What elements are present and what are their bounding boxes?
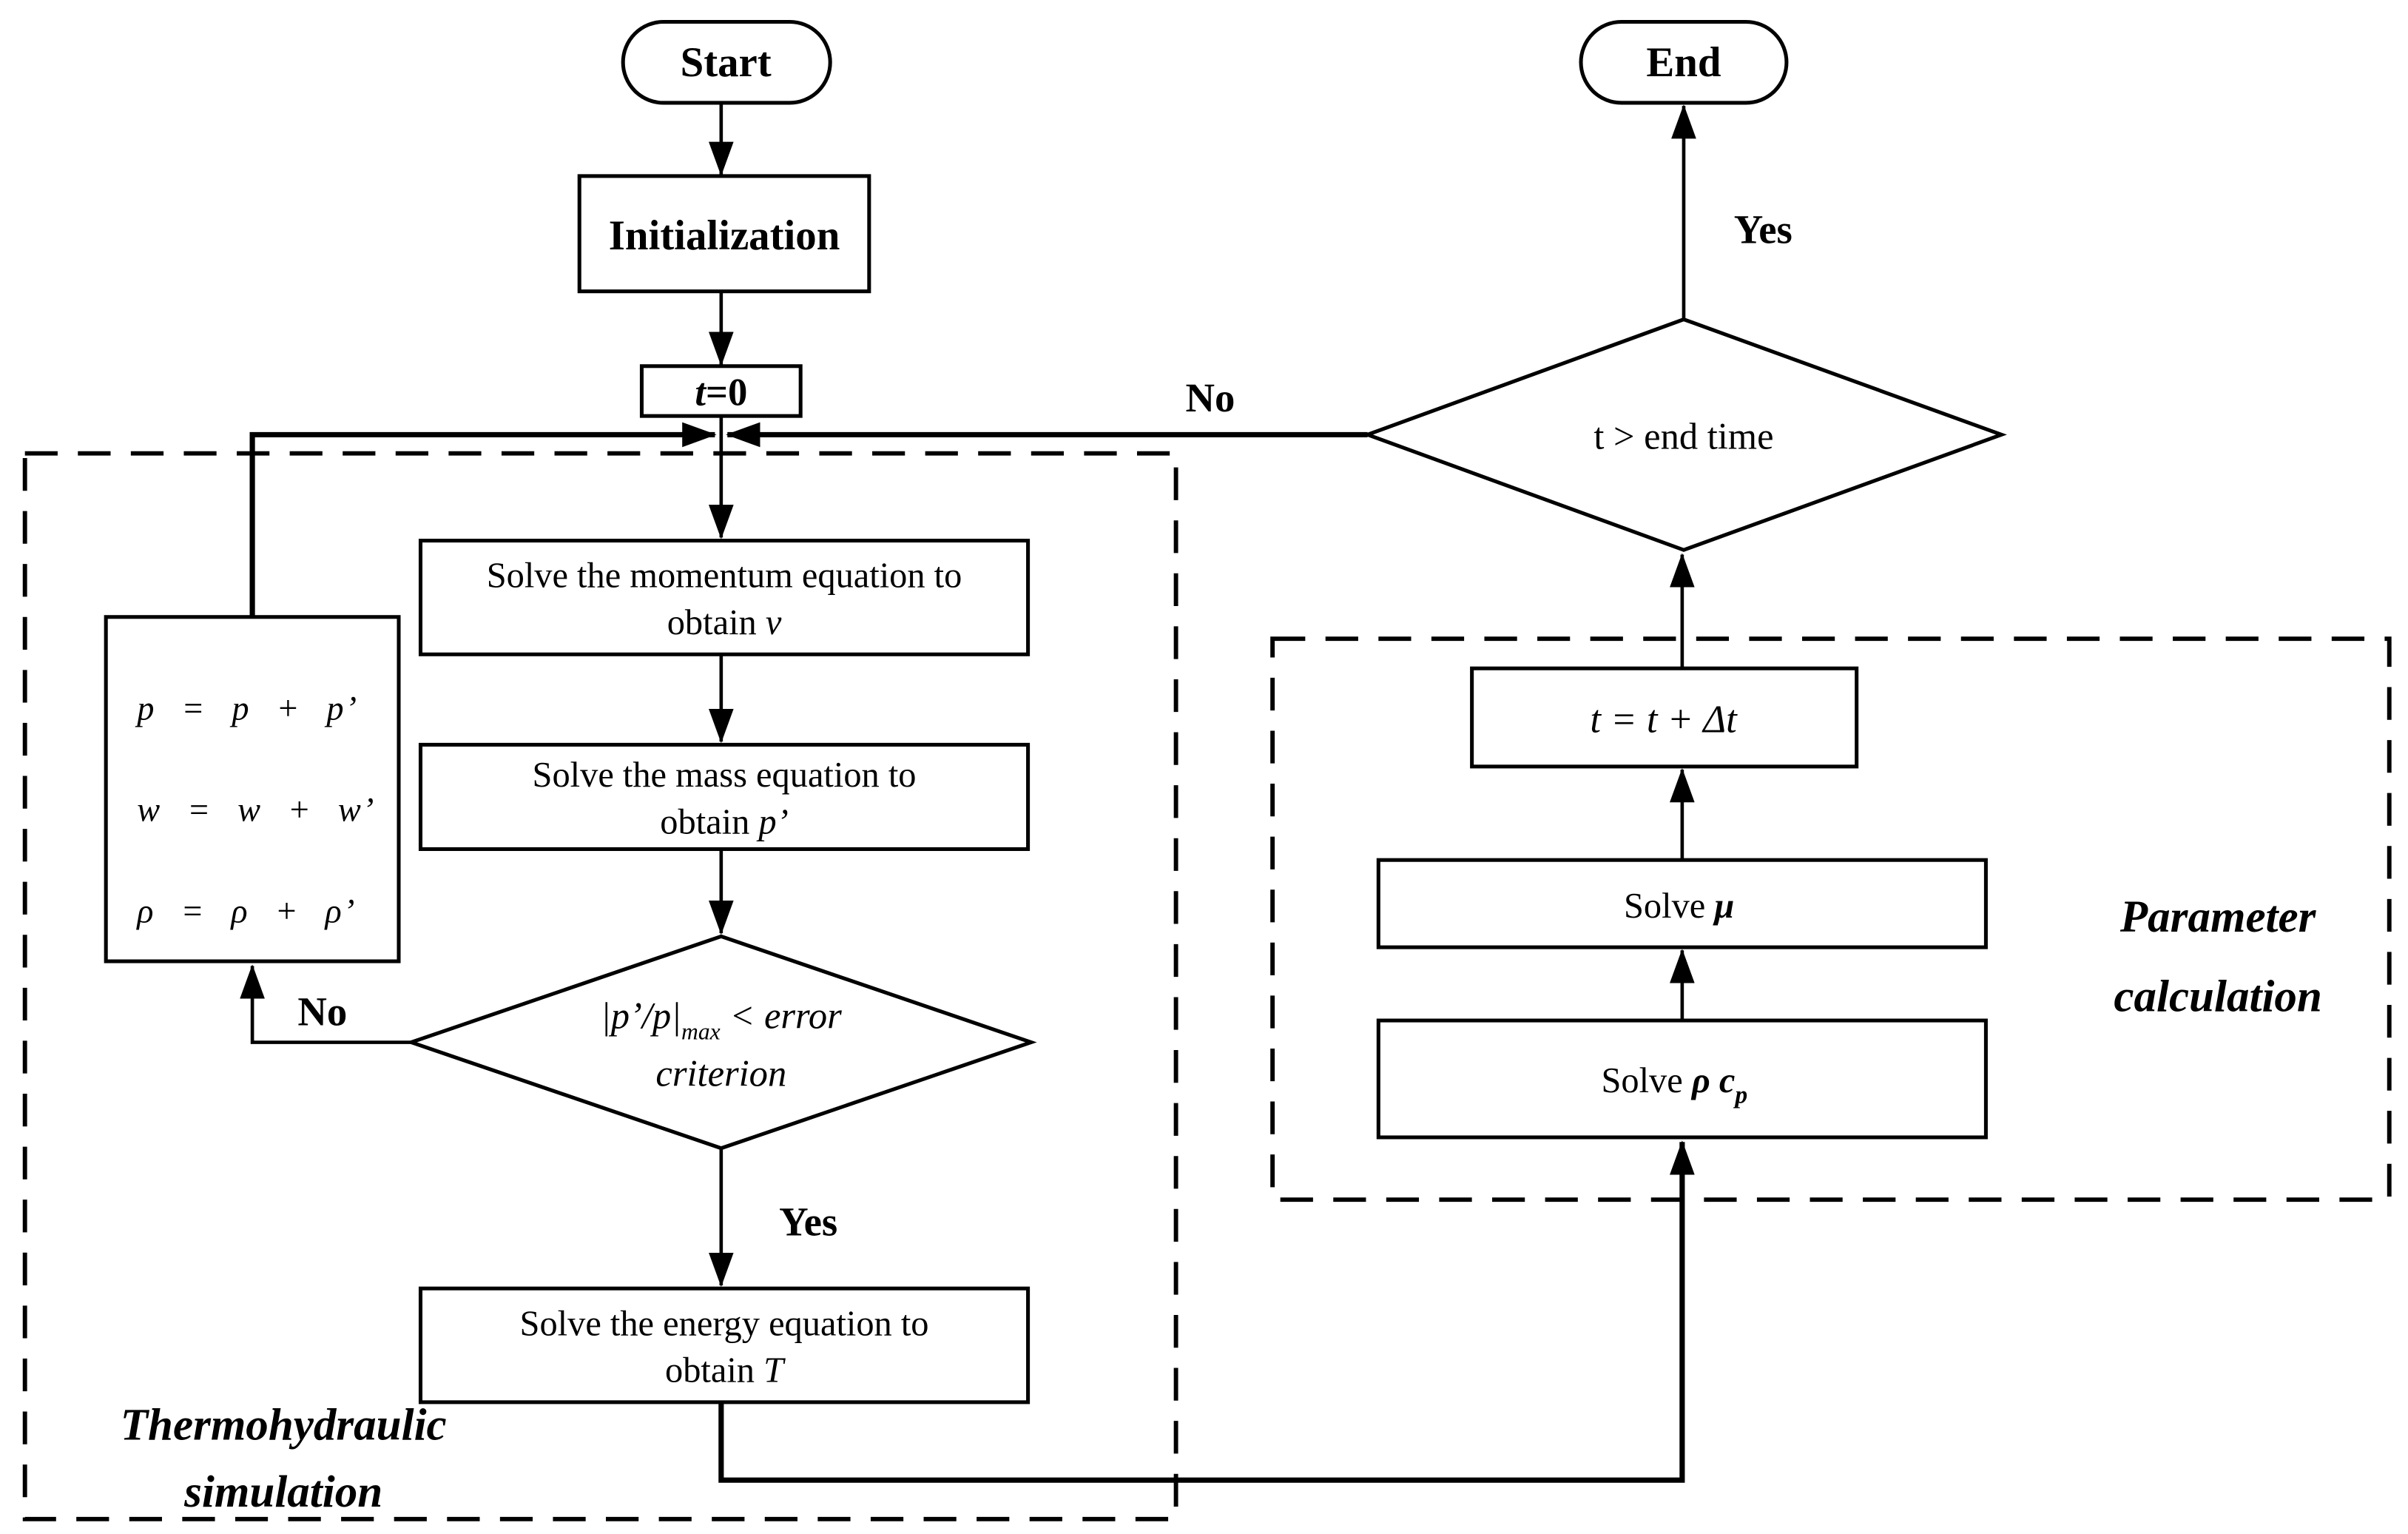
momentum-label-line2: obtain v [667, 603, 782, 642]
end-check-label: t > end time [1593, 415, 1773, 457]
correction-box [104, 615, 401, 963]
edge-correction-to-merge [249, 422, 717, 617]
edge-energy-to-solve-rho-cp [718, 1140, 1695, 1483]
parameter-group-label-line1: Parameter [2119, 892, 2317, 942]
initialization-box [577, 174, 871, 294]
correction-line-w: w = w + w’ [137, 792, 375, 830]
solve-rho-cp-box [1376, 1018, 1988, 1140]
mass-label-line2: obtain p’ [660, 802, 788, 841]
energy-label-line1: Solve the energy equation to [520, 1304, 929, 1343]
t-zero-box [639, 364, 803, 418]
mass-label-line1: Solve the mass equation to [533, 756, 917, 795]
thermohydraulic-group-label-line2: simulation [183, 1467, 382, 1517]
energy-box [418, 1286, 1031, 1405]
thermohydraulic-group-label-line1: Thermohydraulic [121, 1400, 447, 1450]
momentum-label-line1: Solve the momentum equation to [487, 556, 962, 596]
label-no-left: No [297, 989, 347, 1034]
correction-line-rho: ρ = ρ + ρ’ [135, 892, 356, 930]
end-node [1579, 19, 1789, 105]
momentum-box [418, 539, 1031, 656]
solve-mu-label: Solve μ [1624, 887, 1734, 926]
end-check-diamond [1362, 317, 2007, 552]
label-yes-right: Yes [1734, 206, 1792, 252]
correction-line-p: p = p + p’ [135, 690, 358, 728]
start-node [621, 19, 832, 105]
pressure-check-line1: |p’/p|max < error [601, 995, 842, 1045]
mass-box [418, 742, 1031, 851]
edge-pressure-check-no-to-correction [240, 964, 411, 1044]
energy-label-line2: obtain T [665, 1351, 786, 1390]
initialization-label: Initialization [609, 212, 840, 259]
end-label: End [1646, 39, 1721, 86]
pressure-check-line2: criterion [655, 1052, 786, 1094]
start-label: Start [681, 39, 772, 86]
time-step-box [1470, 666, 1859, 769]
pressure-check-diamond [405, 934, 1037, 1151]
label-yes-left: Yes [779, 1200, 837, 1245]
solve-rho-cp-label: Solve ρ cp [1601, 1061, 1747, 1109]
parameter-group-label-line2: calculation [2114, 972, 2322, 1021]
parameter-group-boundary [1270, 636, 2392, 1202]
time-step-label: t = t + Δt [1590, 699, 1738, 741]
t-zero-label: t=0 [695, 371, 747, 414]
label-no-right: No [1185, 375, 1235, 420]
solve-mu-box [1376, 858, 1988, 949]
